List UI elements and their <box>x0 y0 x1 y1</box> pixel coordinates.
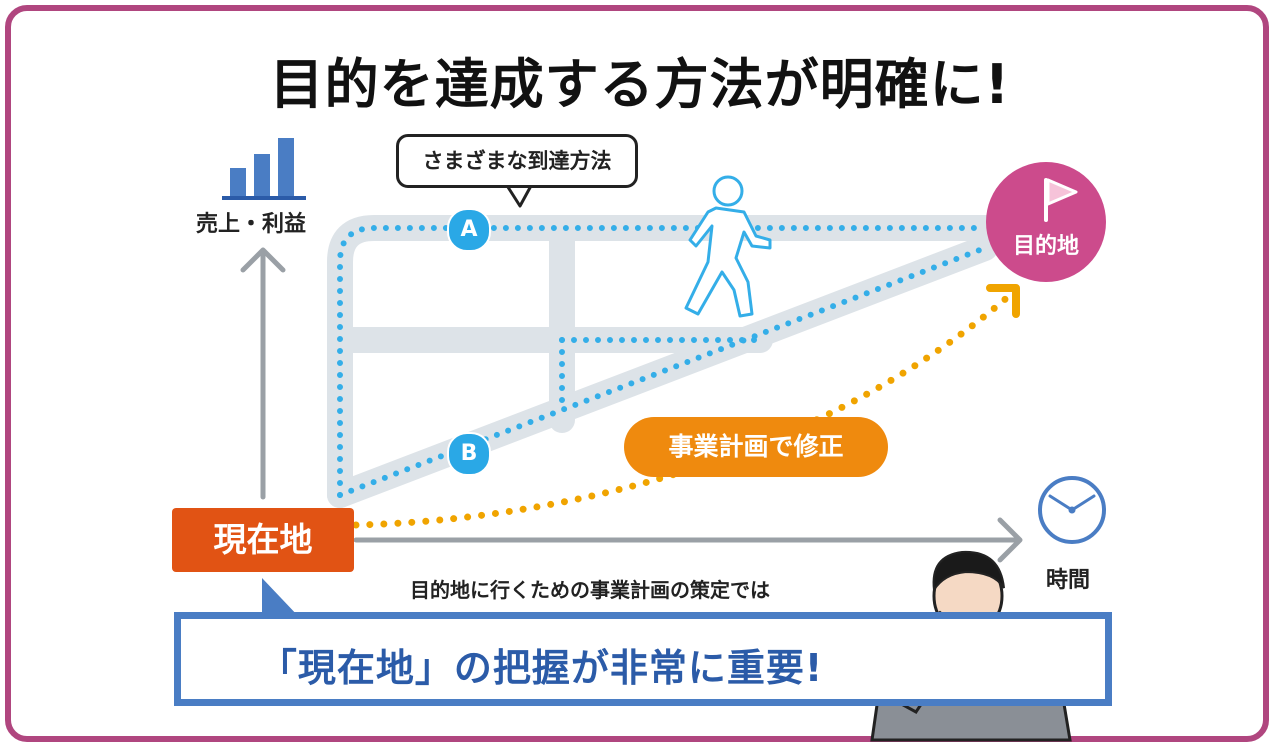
speech-bubble: さまざまな到達方法 <box>396 134 638 188</box>
x-axis <box>353 517 1023 563</box>
goal-label: 目的地 <box>1012 234 1079 259</box>
plan-correction-label: 事業計画で修正 <box>624 417 888 477</box>
clock-icon <box>1038 476 1106 544</box>
route-a-marker: A <box>447 208 491 252</box>
goal-marker: 目的地 <box>986 162 1106 282</box>
route-b-marker: B <box>447 432 491 476</box>
message-subline: 目的地に行くための事業計画の策定では <box>410 578 770 602</box>
y-axis <box>240 247 286 500</box>
message-box: 「現在地」の把握が非常に重要! <box>174 612 1112 706</box>
plan-arrowhead <box>986 284 1020 318</box>
current-location-label: 現在地 <box>172 508 354 572</box>
message-headline: 「現在地」の把握が非常に重要! <box>258 646 824 690</box>
walking-person-icon <box>684 175 772 318</box>
page-title: 目的を達成する方法が明確に! <box>269 53 1011 116</box>
bubble-tail <box>504 183 534 208</box>
y-axis-label: 売上・利益 <box>196 212 307 237</box>
flag-icon <box>1044 178 1078 222</box>
x-axis-label: 時間 <box>1046 568 1091 593</box>
current-callout-tail <box>262 578 300 620</box>
bar-chart-icon <box>222 138 306 200</box>
route-dots <box>337 225 988 498</box>
